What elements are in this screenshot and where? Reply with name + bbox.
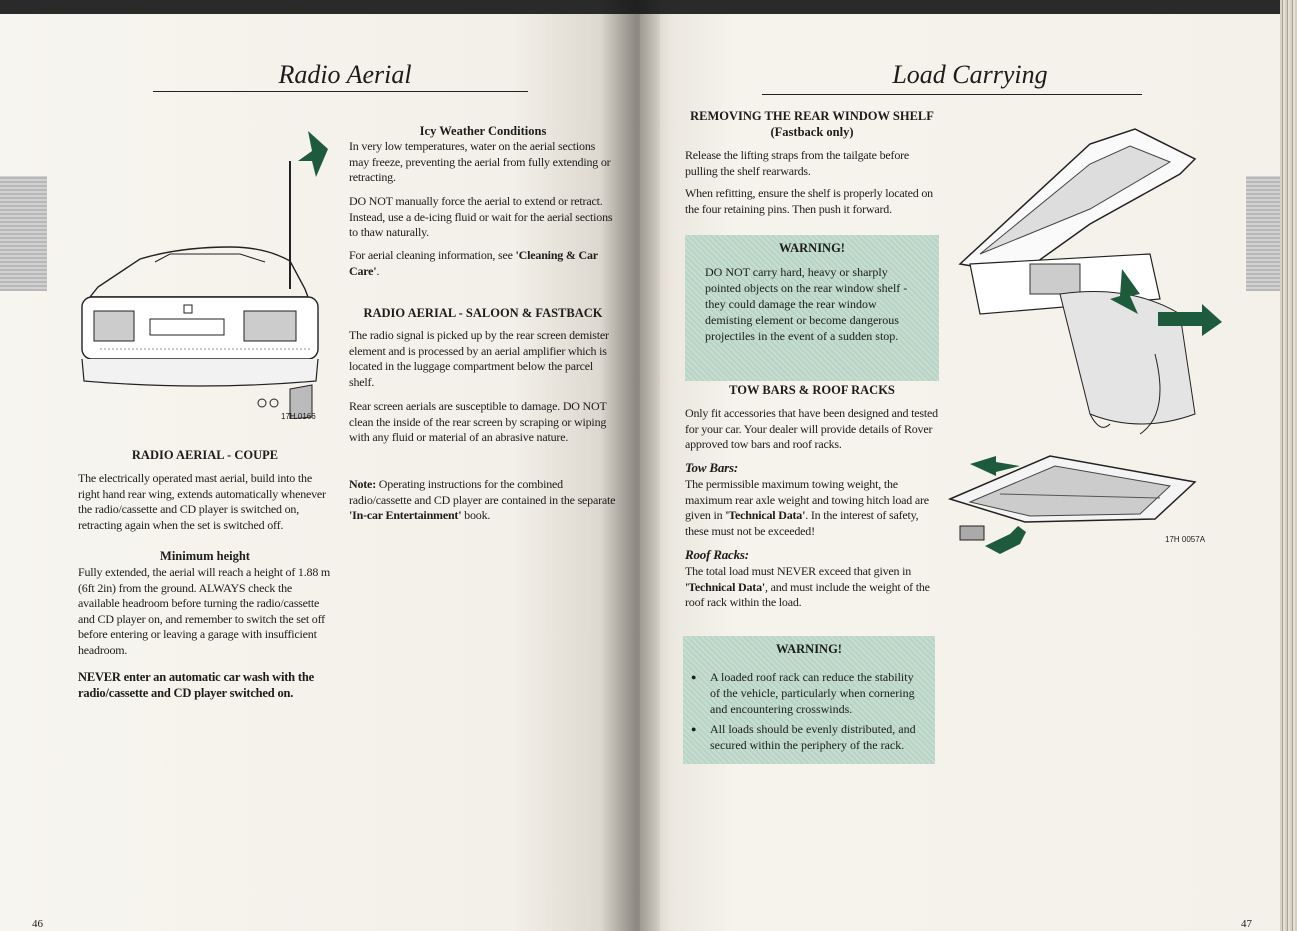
left-title-rule — [153, 91, 528, 92]
roof-racks-para: The total load must NEVER exceed that gi… — [685, 564, 941, 611]
right-title-rule — [762, 94, 1142, 95]
tow-bars-label: Tow Bars: — [685, 460, 738, 475]
right-arrow-icon — [1158, 304, 1222, 336]
rear-shelf-figure-caption: 17H 0057A — [1165, 535, 1206, 544]
roof-rack-warning-bullet-2: All loads should be evenly distributed, … — [683, 721, 917, 753]
down-arrow-icon — [1110, 269, 1140, 314]
saloon-heading: RADIO AERIAL - SALOON & FASTBACK — [363, 306, 603, 320]
tow-bars-end: . In the interest of safety, these must … — [685, 508, 919, 538]
roof-rack-warning-title: WARNING! — [776, 642, 842, 656]
left-arrow-icon — [970, 456, 1020, 476]
rear-shelf-illustration — [947, 128, 1222, 554]
roof-racks-end: , and must include the weight of the roo… — [685, 579, 930, 610]
shelf-para-1: Release the lifting straps from the tail… — [685, 148, 910, 178]
saloon-para-1: The radio signal is picked up by the rea… — [349, 328, 609, 389]
right-page-title: Load Carrying — [892, 60, 1048, 89]
book-page-edges — [1280, 0, 1297, 931]
icy-heading: Icy Weather Conditions — [419, 124, 547, 138]
roof-racks-technical-ref: 'Technical Data' — [685, 579, 766, 594]
icy-para-3: For aerial cleaning information, see 'Cl… — [349, 248, 617, 279]
car-wash-warning: NEVER enter an automatic car wash with t… — [78, 670, 314, 700]
icy-para-2: DO NOT manually force the aerial to exte… — [349, 194, 613, 239]
curved-arrow-icon — [985, 526, 1026, 554]
note-end: book. — [461, 508, 491, 522]
note-text: Operating instructions for the combined … — [349, 477, 616, 507]
tow-bars-para: The permissible maximum towing weight, t… — [685, 477, 941, 539]
roof-racks-text: The total load must NEVER exceed that gi… — [685, 564, 912, 578]
tow-bars-text: The permissible maximum towing weight, t… — [685, 477, 929, 522]
right-page-number: 47 — [1241, 918, 1252, 930]
saloon-note: Note: Operating instructions for the com… — [349, 477, 617, 524]
left-page-number: 46 — [32, 918, 43, 930]
coupe-para-1: The electrically operated mast aerial, b… — [78, 471, 326, 532]
cleaning-ref: 'Cleaning & Car Care' — [349, 248, 598, 278]
roof-rack-warning-bullet-1: A loaded roof rack can reduce the stabil… — [683, 669, 917, 717]
saloon-para-2: Rear screen aerials are susceptible to d… — [349, 399, 607, 444]
shelf-warning-text: DO NOT carry hard, heavy or sharply poin… — [705, 265, 908, 343]
note-label: Note: — [349, 477, 376, 491]
tow-para-1: Only fit accessories that have been desi… — [685, 406, 938, 451]
left-section-tab — [0, 176, 47, 291]
coupe-heading: RADIO AERIAL - COUPE — [131, 448, 279, 462]
icy-para-3-end: . — [376, 263, 380, 278]
coupe-aerial-illustration — [81, 131, 328, 419]
left-page-title: Radio Aerial — [278, 60, 412, 89]
coupe-figure-caption: 17H 0166 — [281, 412, 316, 421]
shelf-warning-box: WARNING! DO NOT carry hard, heavy or sha… — [685, 235, 939, 381]
tow-heading: TOW BARS & ROOF RACKS — [729, 383, 895, 397]
shelf-warning-title: WARNING! — [779, 241, 845, 255]
right-section-tab — [1246, 176, 1280, 291]
tow-bars-technical-ref: 'Technical Data' — [725, 508, 806, 522]
shelf-subheading: (Fastback only) — [770, 125, 854, 139]
right-page: Load Carrying REMOVING THE REAR WINDOW S… — [640, 14, 1280, 931]
shelf-para-2: When refitting, ensure the shelf is prop… — [685, 186, 933, 216]
arrow-icon — [298, 131, 328, 177]
left-page: Radio Aerial 17H 0166 Icy Weather Condit… — [0, 14, 640, 931]
icy-para-1: In very low temperatures, water on the a… — [349, 139, 611, 184]
roof-rack-warning-box: WARNING! A loaded roof rack can reduce t… — [683, 636, 935, 764]
entertainment-ref: 'In-car Entertainment' — [349, 508, 462, 522]
shelf-heading: REMOVING THE REAR WINDOW SHELF — [690, 109, 934, 123]
roof-racks-label: Roof Racks: — [685, 547, 749, 562]
minimum-height-para: Fully extended, the aerial will reach a … — [78, 565, 331, 657]
minimum-height-heading: Minimum height — [160, 549, 250, 563]
icy-para-3-text: For aerial cleaning information, see — [349, 248, 516, 262]
